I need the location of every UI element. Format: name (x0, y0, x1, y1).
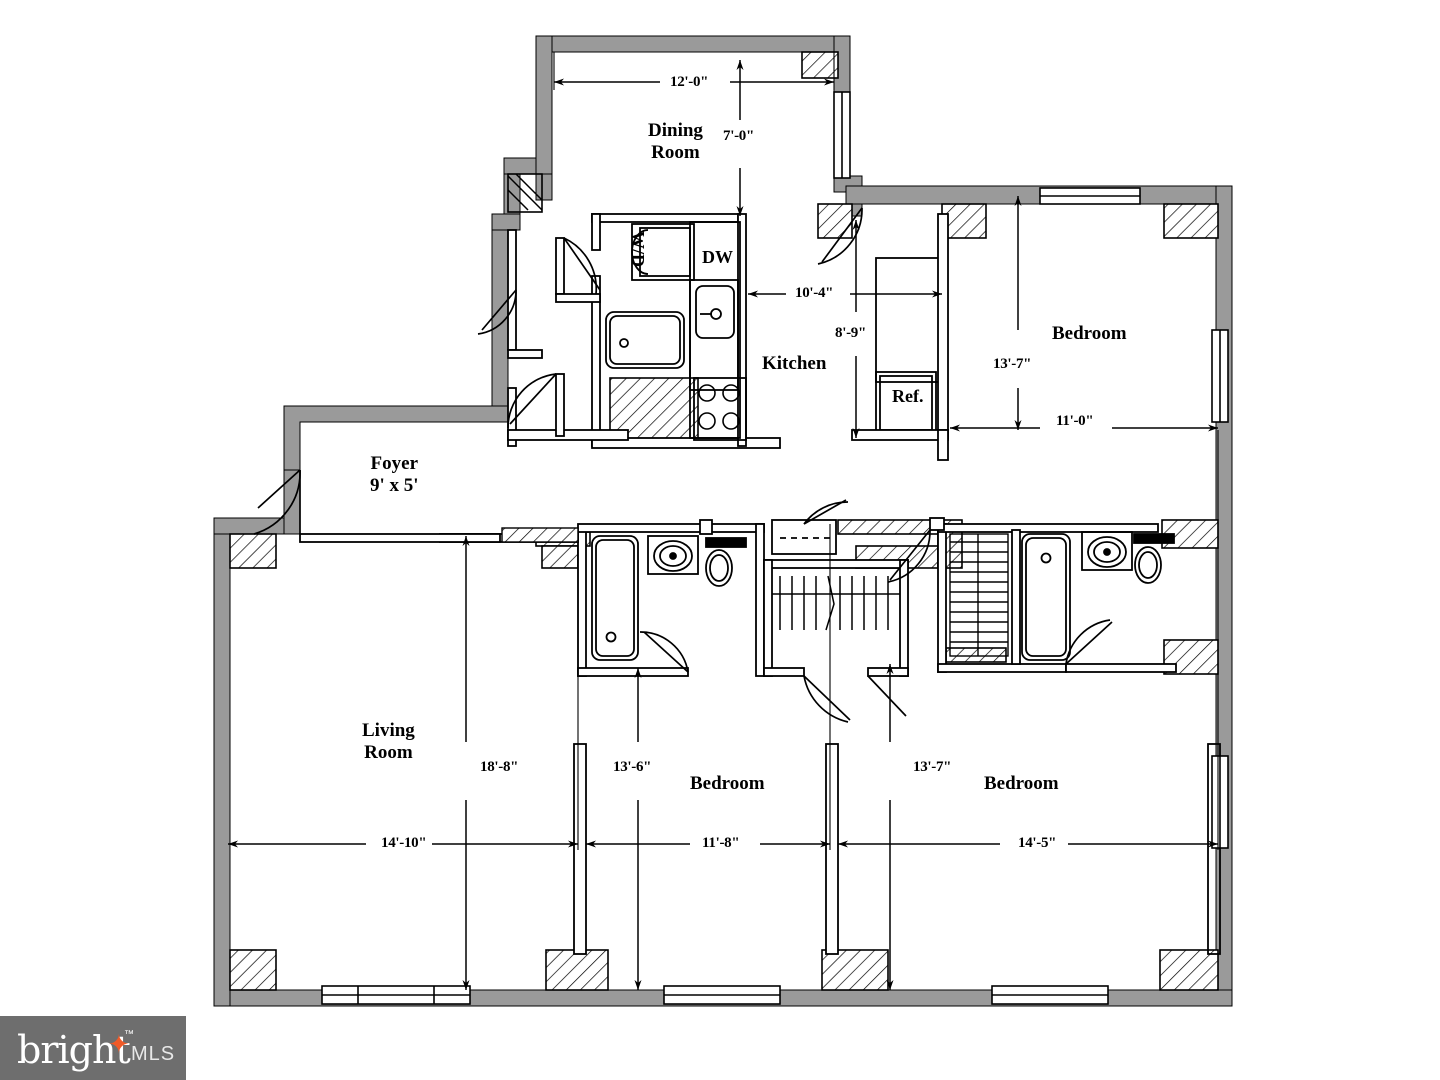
dimension-label-bedroom-ne-depth: 13'-7" (993, 356, 1032, 372)
door-swings (253, 207, 1113, 723)
watermark-mls-text: MLS (131, 1043, 176, 1065)
dimension-lines (228, 52, 1219, 990)
structural-columns (229, 51, 1219, 991)
appliance-label-washer-dryer: W/D (628, 231, 648, 267)
appliance-label-dishwasher: DW (702, 247, 733, 267)
room-label-bedroom-ne: Bedroom (1052, 323, 1127, 344)
room-label-dining-room: Dining Room (648, 120, 703, 164)
dimension-label-kitchen-depth: 8'-9" (835, 325, 866, 341)
room-label-living-line2: Room (364, 741, 413, 763)
bright-mls-watermark: bright ✦ ™ MLS (0, 1016, 186, 1080)
room-label-foyer-name: Foyer (370, 453, 419, 474)
dimension-label-bedroom-se-width: 14'-5" (1018, 835, 1057, 851)
dimension-label-bedroom-se-depth: 13'-7" (913, 759, 952, 775)
room-label-bedroom-center: Bedroom (690, 773, 765, 794)
interior-walls (299, 213, 1221, 955)
room-label-living-line1: Living (362, 720, 415, 741)
dimension-label-bedroom-center-depth: 13'-6" (613, 759, 652, 775)
dimension-label-living-depth: 18'-8" (480, 759, 519, 775)
room-label-kitchen: Kitchen (762, 353, 827, 374)
room-label-foyer-size: 9' x 5' (370, 474, 419, 496)
room-label-living-room: Living Room (362, 720, 415, 764)
room-label-dining-line1: Dining (648, 120, 703, 141)
watermark-brand-text: bright (17, 1028, 131, 1072)
dimension-label-bedroom-center-width: 11'-8" (702, 835, 740, 851)
windows (321, 91, 1229, 1005)
exterior-walls (213, 35, 1233, 1007)
dimension-label-bedroom-ne-width: 11'-0" (1056, 413, 1094, 429)
room-label-foyer: Foyer 9' x 5' (370, 453, 419, 497)
dimension-label-kitchen-width: 10'-4" (795, 285, 834, 301)
dimension-label-living-width: 14'-10" (381, 835, 427, 851)
room-label-bedroom-se: Bedroom (984, 773, 1059, 794)
dimension-label-dining-depth: 7'-0" (723, 128, 754, 144)
star-icon: ✦ (108, 1030, 130, 1060)
dimension-label-dining-width: 12'-0" (670, 74, 709, 90)
appliance-label-refrigerator: Ref. (892, 386, 924, 406)
wall-hatch-segments (501, 527, 579, 543)
room-label-dining-line2: Room (651, 141, 700, 163)
watermark-trademark: ™ (124, 1029, 134, 1040)
